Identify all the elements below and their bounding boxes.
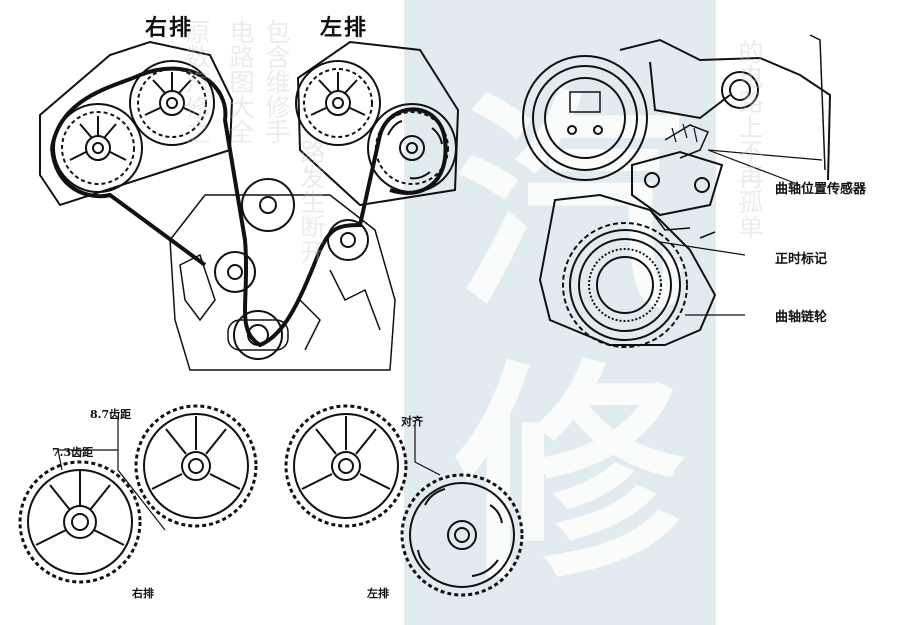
- left-bank-sprocket-front: [400, 473, 524, 597]
- crank-sensor-diagram: [522, 34, 832, 348]
- right-bank-cover: [39, 40, 234, 207]
- crank-sensor-callout: 曲轴位置传感器: [775, 182, 867, 197]
- idler-pulley-upper: [241, 178, 295, 232]
- leader-timing-mark: [659, 241, 746, 256]
- right-bank-cam-sprocket-1: [53, 103, 143, 193]
- right-bank-caption: 右排: [132, 587, 154, 600]
- crankshaft-sprocket: [562, 222, 688, 348]
- engine-block-outline: [169, 194, 396, 371]
- right-bank-cam-sprocket-2: [129, 60, 215, 146]
- left-bank-caption: 左排: [367, 587, 389, 600]
- cam-alignment-diagram: [18, 404, 524, 597]
- right-bank-sprocket-rear: [134, 404, 258, 528]
- idler-pulley-right: [327, 219, 369, 261]
- watermark-column-2: 包含维修手: [265, 18, 291, 147]
- watermark-column-3: 路发生断开: [300, 138, 326, 267]
- left-bank-heading: 左排: [320, 15, 369, 41]
- leader-crank-sensor: [707, 149, 823, 186]
- left-bank-cam-sprocket-2: [367, 103, 457, 193]
- watermark-column-6: 的电路上不再孤单: [738, 38, 764, 242]
- right-bank-heading: 右排: [145, 15, 194, 41]
- watermark-column-1: 电路图大全: [229, 18, 255, 147]
- pitch-73-label: 7.3齿距: [52, 446, 94, 459]
- belt-tensioner: [214, 251, 256, 293]
- crank-pulley-disc: [522, 55, 648, 181]
- align-label: 对齐: [401, 415, 423, 428]
- crank-gear-shield: [538, 193, 717, 346]
- timing-belt: [50, 66, 448, 348]
- pitch-leader-7-3: [57, 449, 118, 471]
- timing-mark-callout: 正时标记: [775, 252, 828, 267]
- left-bank-cam-sprocket-1: [295, 60, 381, 146]
- crank-position-sensor: [631, 150, 724, 217]
- watermark-big-glyphs: 汽 修: [455, 70, 686, 610]
- right-bank-sprocket-front: [18, 460, 142, 584]
- watermark-band: [404, 0, 716, 625]
- crank-sprocket-callout: 曲轴链轮: [775, 310, 828, 325]
- engine-timing-belt-diagram: [39, 40, 460, 371]
- watermark-column-0: 原数汽修之: [185, 18, 211, 147]
- align-leader: [414, 425, 441, 476]
- pitch-87-label: 8.7齿距: [90, 408, 132, 421]
- pitch-leader-8-7: [117, 418, 166, 531]
- left-bank-sprocket-rear: [284, 404, 408, 528]
- crankshaft-pulley: [233, 310, 283, 360]
